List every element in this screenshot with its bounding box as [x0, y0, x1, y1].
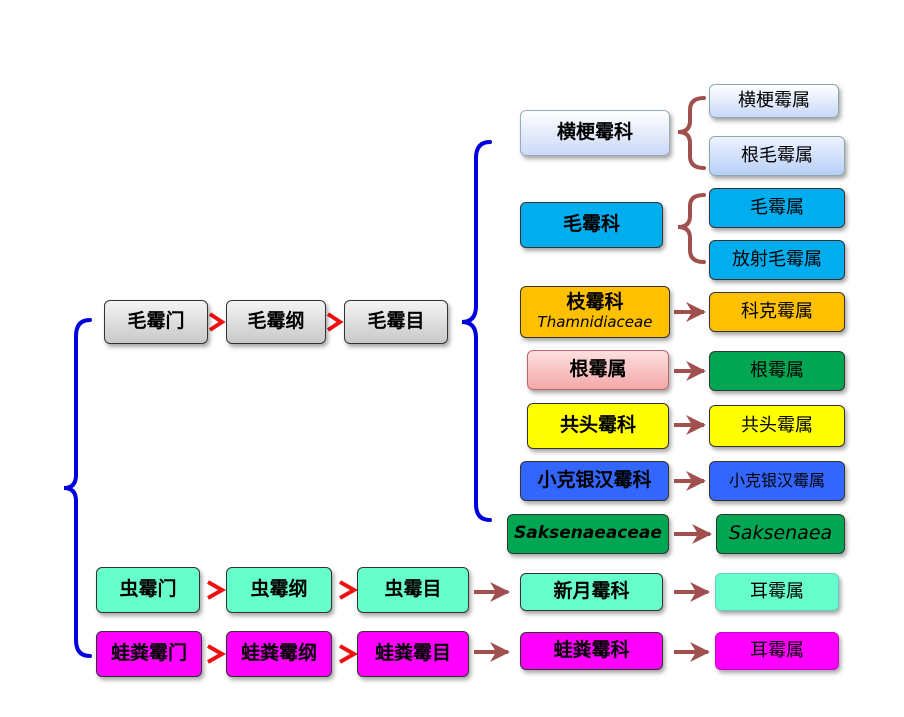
family-neocallimastix: 新月霉科 — [520, 573, 663, 611]
brown-arrows — [474, 302, 712, 662]
family-thamnidiaceae: 枝霉科 Thamnidiaceae — [520, 286, 670, 338]
arrow-icon — [339, 644, 359, 664]
family-syncephalastraceae: 横梗霉科 — [520, 110, 670, 156]
family-thamnidiaceae-latin: Thamnidiaceae — [537, 313, 653, 332]
order-mucorales: 毛霉目 — [344, 300, 448, 344]
family-basidiobolaceae: 蛙粪霉科 — [520, 632, 663, 670]
class-entomophthoromycetes: 虫霉纲 — [226, 567, 332, 613]
genus-saksenaea: Saksenaea — [716, 514, 845, 554]
order-basidiobolales: 蛙粪霉目 — [357, 631, 469, 677]
phylum-entomophthoromycota: 虫霉门 — [96, 567, 200, 613]
brace-mucoraceae — [677, 193, 706, 264]
genus-conidiobolus: 耳霉属 — [715, 573, 839, 611]
red-arrows — [207, 312, 359, 664]
genus-rhizomucor: 根毛霉属 — [709, 136, 845, 176]
order-entomophthorales: 虫霉目 — [357, 567, 469, 613]
family-rhizopus: 根霉属 — [527, 350, 669, 390]
family-saksenaeaceae: Saksenaeaceae — [507, 514, 669, 554]
arrow-icon — [207, 580, 227, 600]
family-cunninghamellaceae-2: 小克银汉霉科 — [520, 461, 669, 501]
order-brace — [461, 140, 492, 522]
family-thamnidiaceae-cn: 枝霉科 — [566, 291, 624, 314]
genus-cokeromyces: 科克霉属 — [709, 292, 845, 332]
arrow-icon — [326, 312, 344, 332]
genus-basidiobolus: 耳霉属 — [715, 632, 839, 670]
genus-lichtheimia: 横梗霉属 — [709, 84, 839, 118]
phylum-mucoromycota: 毛霉门 — [104, 300, 208, 344]
genus-mucor: 毛霉属 — [709, 188, 845, 228]
genus-syncephalastrum: 共头霉属 — [709, 405, 845, 447]
genus-actinomucor: 放射毛霉属 — [709, 240, 845, 280]
genus-rhizopus: 根霉属 — [709, 351, 845, 391]
family-cunninghamellaceae: 共头霉科 — [527, 403, 669, 449]
class-mucoromycetes: 毛霉纲 — [226, 300, 326, 344]
brace-syncephalastraceae — [677, 96, 706, 170]
arrow-icon — [208, 312, 226, 332]
family-mucoraceae: 毛霉科 — [520, 202, 663, 248]
main-brace — [63, 318, 92, 658]
arrow-icon — [339, 580, 359, 600]
class-basidiobolomycetes: 蛙粪霉纲 — [226, 631, 332, 677]
genus-cunninghamella: 小克银汉霉属 — [709, 461, 845, 501]
phylum-basidiobolomycota: 蛙粪霉门 — [96, 631, 202, 677]
arrow-icon — [207, 644, 227, 664]
